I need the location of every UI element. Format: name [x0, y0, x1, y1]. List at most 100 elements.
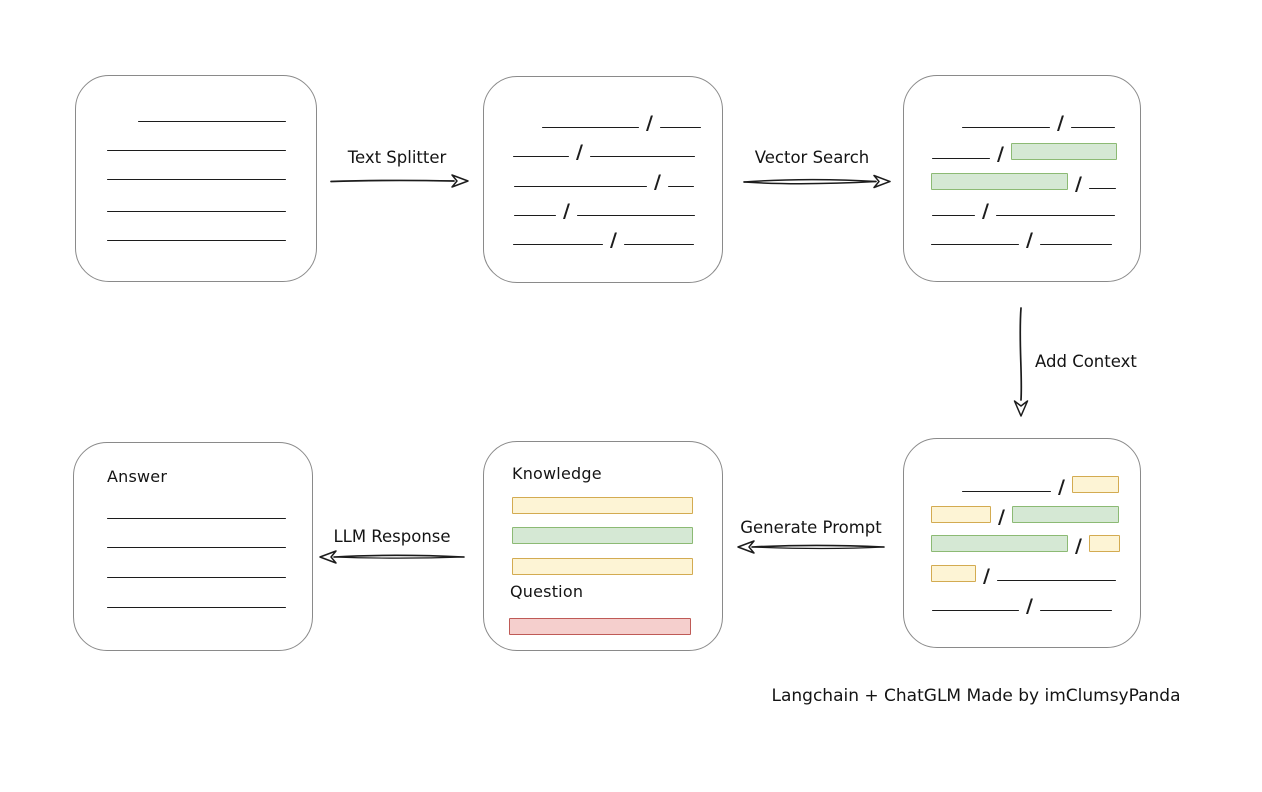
- text-row: [107, 502, 286, 520]
- text-line: [107, 547, 286, 548]
- text-row: [512, 526, 693, 544]
- add-context-arrow-icon: [1013, 307, 1029, 417]
- slash-separator: /: [982, 200, 989, 222]
- add-context-label: Add Context: [1035, 352, 1137, 371]
- text-line: [107, 150, 286, 151]
- highlight-chip-green: [1010, 143, 1117, 160]
- text-line: [514, 215, 556, 216]
- text-line: [107, 577, 286, 578]
- slash-separator: /: [1075, 173, 1082, 195]
- slash-separator: /: [654, 171, 661, 193]
- text-line: [107, 240, 286, 241]
- text-line: [962, 127, 1050, 128]
- text-line: [514, 186, 647, 187]
- text-row: /: [932, 199, 1115, 222]
- highlight-chip-yellow: [931, 565, 976, 582]
- text-splitter-label: Text Splitter: [347, 148, 447, 167]
- text-row: [107, 195, 286, 213]
- text-line: [659, 127, 701, 128]
- text-row: [107, 591, 286, 609]
- slash-separator: /: [563, 200, 570, 222]
- highlight-chip-yellow: [931, 506, 991, 523]
- slash-separator: /: [1057, 112, 1064, 134]
- slash-separator: /: [646, 112, 653, 134]
- slash-separator: /: [576, 141, 583, 163]
- text-row: /: [542, 111, 701, 134]
- slash-separator: /: [1026, 595, 1033, 617]
- text-line: [589, 156, 695, 157]
- text-line: [107, 607, 286, 608]
- slash-separator: /: [1026, 229, 1033, 251]
- diagram-caption: Langchain + ChatGLM Made by imClumsyPand…: [771, 686, 1181, 706]
- highlight-chip-green: [931, 535, 1068, 552]
- generate-prompt-arrow-icon: [737, 540, 885, 554]
- text-line: [995, 215, 1115, 216]
- answer-box: Answer: [73, 442, 313, 651]
- highlight-chip-yellow: [512, 558, 693, 575]
- vector-matched-chunks-box: / / / / /: [903, 75, 1141, 282]
- context-chunks-box: / / / / /: [903, 438, 1141, 648]
- text-row: /: [931, 172, 1116, 195]
- text-row: /: [931, 564, 1116, 586]
- text-line: [1039, 610, 1112, 611]
- text-line: [623, 244, 694, 245]
- text-line: [932, 215, 975, 216]
- highlight-chip-green: [1011, 506, 1119, 523]
- text-row: /: [513, 140, 695, 163]
- text-line: [1070, 127, 1115, 128]
- text-line: [576, 215, 695, 216]
- text-row: [107, 531, 286, 549]
- text-line: [542, 127, 639, 128]
- slash-separator: /: [998, 506, 1005, 528]
- text-row: [512, 557, 693, 575]
- text-line: [513, 156, 569, 157]
- text-line: [996, 580, 1116, 581]
- text-row: [512, 496, 693, 514]
- knowledge-label: Knowledge: [512, 464, 602, 483]
- text-line: [107, 518, 286, 519]
- text-row: [107, 134, 286, 152]
- text-line: [1039, 244, 1112, 245]
- text-line: [932, 158, 990, 159]
- text-row: [107, 224, 286, 242]
- text-row: /: [931, 228, 1112, 251]
- text-line: [931, 244, 1019, 245]
- text-row: [107, 561, 286, 579]
- slash-separator: /: [1075, 535, 1082, 557]
- text-row: /: [932, 142, 1117, 165]
- text-line: [962, 491, 1051, 492]
- text-row: [509, 617, 691, 635]
- slash-separator: /: [610, 229, 617, 251]
- text-row: /: [931, 534, 1120, 557]
- highlight-chip-green: [512, 527, 693, 544]
- generate-prompt-label: Generate Prompt: [740, 518, 882, 537]
- text-row: /: [931, 505, 1119, 528]
- text-row: /: [962, 111, 1115, 134]
- text-line: [138, 121, 286, 122]
- vector-search-label: Vector Search: [754, 148, 870, 167]
- answer-label: Answer: [107, 467, 168, 486]
- text-line: [932, 610, 1019, 611]
- source-document-box: [75, 75, 317, 282]
- text-row: /: [932, 594, 1112, 617]
- llm-response-arrow-icon: [319, 550, 465, 564]
- highlight-chip-yellow: [1088, 535, 1120, 552]
- highlight-chip-yellow: [1071, 476, 1119, 493]
- text-line: [667, 186, 694, 187]
- highlight-chip-yellow: [512, 497, 693, 514]
- highlight-chip-green: [931, 173, 1068, 190]
- llm-response-label: LLM Response: [333, 527, 451, 546]
- text-row: /: [962, 475, 1119, 498]
- text-row: /: [513, 228, 694, 251]
- slash-separator: /: [997, 143, 1004, 165]
- text-line: [513, 244, 603, 245]
- highlight-chip-red: [509, 618, 691, 635]
- text-row: [138, 105, 286, 123]
- text-row: /: [514, 199, 695, 222]
- split-chunks-box: / / / / /: [483, 76, 723, 283]
- question-label: Question: [510, 582, 584, 601]
- text-splitter-arrow-icon: [330, 174, 469, 188]
- slash-separator: /: [1058, 476, 1065, 498]
